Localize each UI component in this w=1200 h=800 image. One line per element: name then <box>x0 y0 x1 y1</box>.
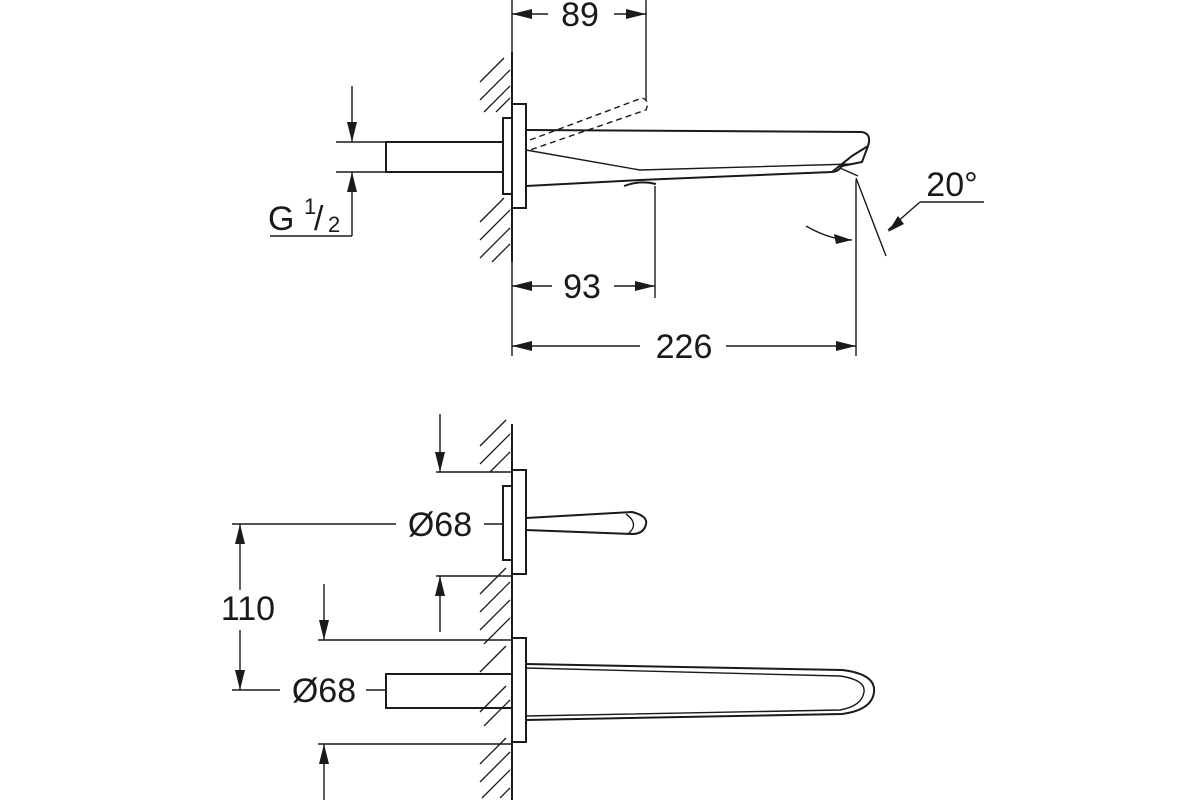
upper-diameter-label: Ø68 <box>408 506 472 544</box>
handle-plate-front <box>511 469 527 575</box>
wall-lower-side <box>479 197 513 263</box>
thread-label-g: G <box>268 200 294 238</box>
inlet-pipe-front <box>385 673 513 709</box>
dim-angle-20: 20° <box>805 166 984 257</box>
spout-plate-front <box>511 637 527 743</box>
handle-insert-front <box>502 485 513 561</box>
side-view: 89 93 226 20° <box>268 0 984 366</box>
handle-lever-tip <box>625 513 635 535</box>
spout-body-side <box>525 129 871 187</box>
dim-upper-diameter: Ø68 <box>232 414 512 632</box>
dim-226: 226 <box>512 180 857 366</box>
aerator-edge <box>839 167 859 177</box>
dim-lower-diameter: Ø68 <box>232 584 512 800</box>
thread-denominator: 2 <box>328 212 340 237</box>
dim-thread: G 1 / 2 <box>268 86 386 238</box>
dim-226-label: 226 <box>656 328 713 366</box>
flange-plate-side <box>511 103 527 209</box>
dim-angle-label: 20° <box>926 166 977 204</box>
spout-lever-base <box>623 181 657 187</box>
lower-diameter-label: Ø68 <box>292 672 356 710</box>
thread-numerator: 1 <box>304 194 316 219</box>
dim-93: 93 <box>511 186 656 356</box>
spout-contour-line <box>525 149 853 171</box>
wall-upper-side <box>479 52 513 113</box>
wall-front <box>479 419 513 800</box>
inlet-pipe-side <box>385 141 504 173</box>
spout-body-front <box>525 663 876 721</box>
front-view: Ø68 Ø68 110 <box>221 414 876 800</box>
spout-tip-side <box>831 145 869 173</box>
dim-89: 89 <box>511 0 646 52</box>
flange-insert-side <box>502 117 513 195</box>
dim-89-label: 89 <box>561 0 599 34</box>
dim-center-distance: 110 <box>221 524 275 690</box>
dim-93-label: 93 <box>563 268 601 306</box>
lever-raised-outline <box>529 97 649 151</box>
spout-inner-contour <box>525 667 865 717</box>
handle-lever-front <box>525 510 648 536</box>
thread-slash: / <box>314 200 324 238</box>
center-distance-label: 110 <box>221 590 275 628</box>
